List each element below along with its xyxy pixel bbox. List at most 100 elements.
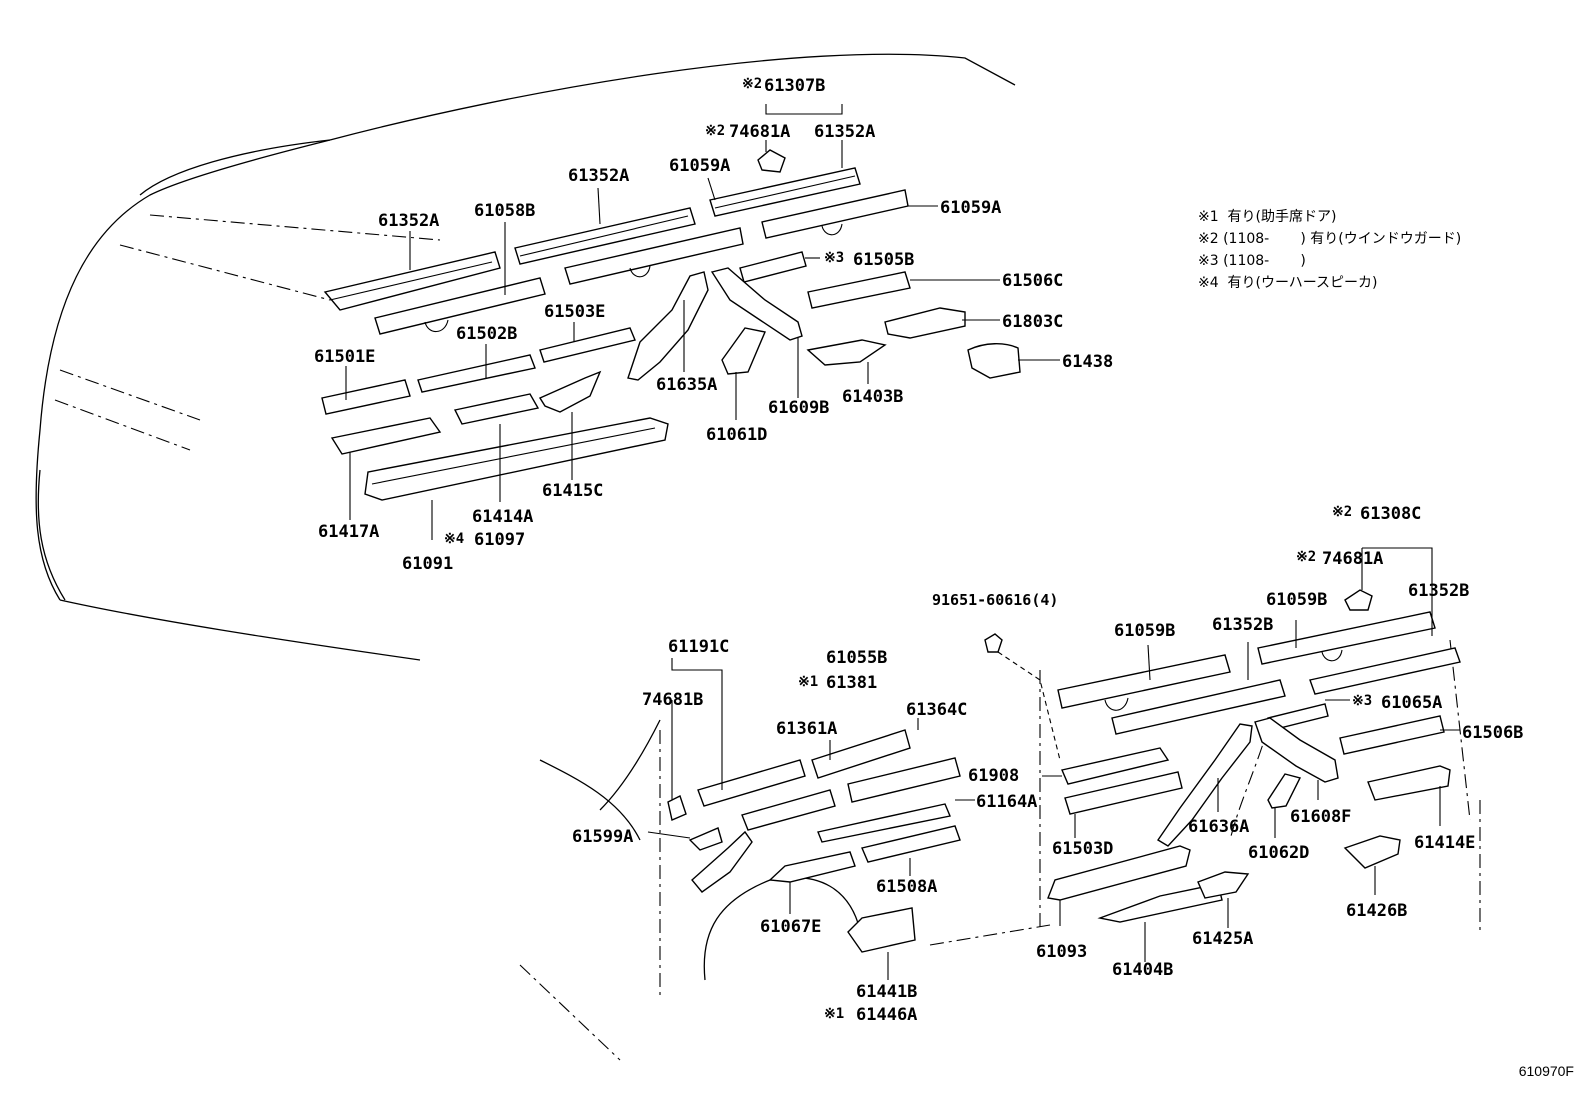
part-61501E[interactable] bbox=[321, 379, 411, 415]
label-61059B-left: 61059B bbox=[1114, 621, 1175, 641]
label-61636A: 61636A bbox=[1188, 817, 1249, 837]
part-61506C[interactable] bbox=[807, 271, 911, 309]
label-91651: 91651-60616(4) bbox=[932, 591, 1058, 609]
part-61425A[interactable] bbox=[1197, 871, 1250, 899]
label-61164A: 61164A bbox=[976, 792, 1037, 812]
part-61426B[interactable] bbox=[1343, 835, 1401, 869]
diagram-code: 610970F bbox=[1518, 1063, 1574, 1079]
part-61059B-right[interactable] bbox=[1257, 611, 1436, 665]
label-61501E: 61501E bbox=[314, 347, 375, 367]
label-61503D: 61503D bbox=[1052, 839, 1113, 859]
part-61361A[interactable] bbox=[811, 729, 911, 779]
mark-m4: ※4 bbox=[444, 531, 464, 547]
label-61506C: 61506C bbox=[1002, 271, 1063, 291]
label-61067E: 61067E bbox=[760, 917, 821, 937]
upper-parts-group bbox=[321, 149, 1021, 501]
part-61191C[interactable] bbox=[697, 759, 806, 807]
part-61599A[interactable] bbox=[688, 827, 723, 851]
footnote-4: ※4 有り(ウーハースピーカ) bbox=[1198, 275, 1378, 291]
label-61599A: 61599A bbox=[572, 827, 633, 847]
part-61502B[interactable] bbox=[417, 354, 536, 393]
part-61164A[interactable] bbox=[817, 803, 951, 843]
label-61508A: 61508A bbox=[876, 877, 937, 897]
mark-m1-a: ※1 bbox=[798, 674, 818, 690]
part-61403B[interactable] bbox=[806, 339, 887, 366]
label-74681B: 74681B bbox=[642, 690, 703, 710]
label-61361A: 61361A bbox=[776, 719, 837, 739]
mark-m2-a: ※2 bbox=[742, 76, 762, 92]
part-61352B-right[interactable] bbox=[1309, 647, 1461, 695]
part-61055B[interactable] bbox=[741, 789, 836, 831]
footnotes: ※1 有り(助手席ドア) ※2 (1108- ) 有り(ウインドウガード) ※3… bbox=[1198, 206, 1461, 294]
part-61061D[interactable] bbox=[721, 327, 766, 375]
lower-parts-group bbox=[667, 589, 1461, 953]
label-61635A: 61635A bbox=[656, 375, 717, 395]
label-61414E: 61414E bbox=[1414, 833, 1475, 853]
label-61059B-right: 61059B bbox=[1266, 590, 1327, 610]
part-61608F[interactable] bbox=[1254, 717, 1339, 783]
part-74681B[interactable] bbox=[667, 795, 687, 821]
label-61059A-right: 61059A bbox=[940, 198, 1001, 218]
part-61438[interactable] bbox=[967, 343, 1021, 379]
part-61091[interactable] bbox=[364, 417, 669, 501]
label-61381: 61381 bbox=[826, 673, 877, 693]
label-61404B: 61404B bbox=[1112, 960, 1173, 980]
part-61417A[interactable] bbox=[330, 417, 442, 455]
footnote-2: ※2 (1108- ) 有り(ウインドウガード) bbox=[1198, 231, 1462, 247]
part-61414E[interactable] bbox=[1367, 765, 1451, 801]
part-61508A[interactable] bbox=[861, 825, 961, 863]
part-61352B-mid[interactable] bbox=[1111, 679, 1286, 735]
label-61352A-left: 61352A bbox=[378, 211, 439, 231]
label-61415C: 61415C bbox=[542, 481, 603, 501]
label-61352B-mid: 61352B bbox=[1212, 615, 1273, 635]
leader-lines bbox=[345, 104, 1460, 980]
part-61067E[interactable] bbox=[768, 851, 856, 883]
part-91651-bolt[interactable] bbox=[984, 633, 1003, 653]
label-61414A: 61414A bbox=[472, 507, 533, 527]
label-61055B: 61055B bbox=[826, 648, 887, 668]
part-61506B[interactable] bbox=[1339, 715, 1445, 755]
label-61803C: 61803C bbox=[1002, 312, 1063, 332]
label-74681A-low: 74681A bbox=[1322, 549, 1383, 569]
label-61441B: 61441B bbox=[856, 982, 917, 1002]
part-61503D[interactable] bbox=[1064, 771, 1183, 815]
mark-m2-b: ※2 bbox=[705, 123, 725, 139]
label-61059A-mid: 61059A bbox=[669, 156, 730, 176]
label-61426B: 61426B bbox=[1346, 901, 1407, 921]
part-61609B[interactable] bbox=[710, 267, 803, 341]
part-61062D[interactable] bbox=[1267, 773, 1302, 809]
part-61415C[interactable] bbox=[538, 370, 602, 413]
part-61505B[interactable] bbox=[739, 251, 807, 283]
part-74681A-low[interactable] bbox=[1344, 589, 1373, 611]
part-61636A[interactable] bbox=[1157, 723, 1253, 847]
mark-m1-b: ※1 bbox=[824, 1006, 844, 1022]
part-61635A[interactable] bbox=[627, 271, 709, 381]
mark-m3-a: ※3 bbox=[824, 250, 844, 266]
part-61441B[interactable] bbox=[847, 907, 916, 953]
label-61506B: 61506B bbox=[1462, 723, 1523, 743]
part-61908[interactable] bbox=[1061, 747, 1170, 785]
part-61503E[interactable] bbox=[539, 327, 636, 363]
label-61307B: 61307B bbox=[764, 76, 825, 96]
label-61061D: 61061D bbox=[706, 425, 767, 445]
mark-m3-b: ※3 bbox=[1352, 693, 1372, 709]
label-61093: 61093 bbox=[1036, 942, 1087, 962]
label-61608F: 61608F bbox=[1290, 807, 1351, 827]
label-61065A: 61065A bbox=[1381, 693, 1442, 713]
part-61059A-mid[interactable] bbox=[564, 227, 744, 285]
part-74681A-top[interactable] bbox=[757, 149, 786, 173]
mark-m2-d: ※2 bbox=[1296, 549, 1316, 565]
label-61097: 61097 bbox=[474, 530, 525, 550]
part-61414A[interactable] bbox=[453, 393, 540, 425]
part-61059B-left[interactable] bbox=[1057, 654, 1231, 709]
part-61599A-bracket[interactable] bbox=[691, 830, 753, 893]
part-61058B[interactable] bbox=[374, 277, 546, 335]
label-61417A: 61417A bbox=[318, 522, 379, 542]
part-61803C[interactable] bbox=[884, 307, 966, 339]
label-61403B: 61403B bbox=[842, 387, 903, 407]
part-61364C[interactable] bbox=[847, 757, 961, 803]
label-61091: 61091 bbox=[402, 554, 453, 574]
label-61058B: 61058B bbox=[474, 201, 535, 221]
